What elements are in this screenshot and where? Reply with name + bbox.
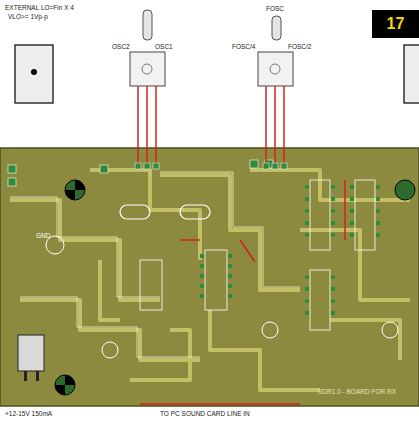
mounting-hole — [55, 180, 415, 395]
pad — [8, 178, 16, 186]
trace-outline — [10, 197, 160, 297]
switch-wires — [138, 86, 284, 165]
capacitor — [382, 322, 398, 338]
ic-outlines — [140, 180, 375, 330]
hole — [55, 375, 75, 395]
pcb-label: OSC1 — [155, 43, 173, 50]
regulator-pin — [36, 371, 39, 381]
trace — [210, 310, 320, 390]
copper-traces — [10, 170, 410, 390]
pcb-label: FOSC/4 — [232, 43, 255, 50]
jumper — [180, 239, 200, 241]
pcb-label: +12-15V 150mA — [5, 410, 52, 417]
trace — [160, 175, 300, 290]
trace — [10, 200, 160, 300]
hole-mark — [65, 180, 85, 200]
trace-outline — [20, 297, 200, 357]
trace-outline — [160, 172, 300, 287]
hole — [65, 180, 85, 200]
pad — [250, 160, 258, 168]
pcb-label: FOSC/2 — [288, 43, 311, 50]
pcb-label: GND — [36, 232, 50, 239]
pad — [8, 165, 16, 173]
pad — [100, 165, 108, 173]
switch-bushing — [270, 64, 280, 74]
bnc-connector — [15, 45, 53, 103]
pcb-label: SDR1.0 - BOARD FOR RX — [318, 388, 396, 395]
jumper — [240, 240, 255, 262]
pcb-label: TO PC SOUND CARD LINE IN — [160, 410, 250, 417]
capacitor — [102, 342, 118, 358]
switch-lever — [272, 16, 281, 40]
trace-outlines — [10, 172, 300, 357]
trace — [330, 320, 400, 360]
bnc-pin — [31, 69, 37, 75]
jumper-wires — [140, 180, 345, 404]
switch-body — [130, 52, 165, 86]
ic — [140, 260, 162, 310]
crystal — [180, 205, 210, 219]
pcb-label: OSC2 — [112, 43, 130, 50]
regulator-pin — [24, 371, 27, 381]
hole-mark — [55, 375, 75, 395]
ic-pins — [200, 185, 380, 315]
pcb-label: FOSC — [266, 5, 284, 12]
ic — [355, 180, 375, 250]
regulator — [18, 335, 44, 371]
capacitors — [46, 236, 398, 358]
pcb-board — [0, 148, 419, 406]
bnc-connector — [404, 45, 419, 103]
jumper — [344, 180, 346, 240]
switch-lever — [143, 10, 152, 40]
switch-bushing — [142, 64, 152, 74]
crystal — [120, 205, 150, 219]
capacitor — [262, 322, 278, 338]
crystal-outline — [120, 205, 210, 219]
ic — [205, 250, 227, 310]
trace — [130, 330, 190, 380]
figure-number-badge: 17 — [372, 10, 419, 38]
switch-pads — [135, 163, 287, 169]
switch-body — [258, 52, 293, 86]
pcb-label: VLO>= 1Vp-p — [8, 13, 48, 20]
figure-number: 17 — [387, 15, 405, 33]
ic — [310, 270, 330, 330]
jumper — [140, 403, 300, 405]
trace — [90, 170, 200, 260]
hole — [395, 180, 415, 200]
ic — [310, 180, 330, 250]
pads — [8, 160, 273, 186]
pcb-label: EXTERNAL LO=Fin X 4 — [5, 4, 74, 11]
